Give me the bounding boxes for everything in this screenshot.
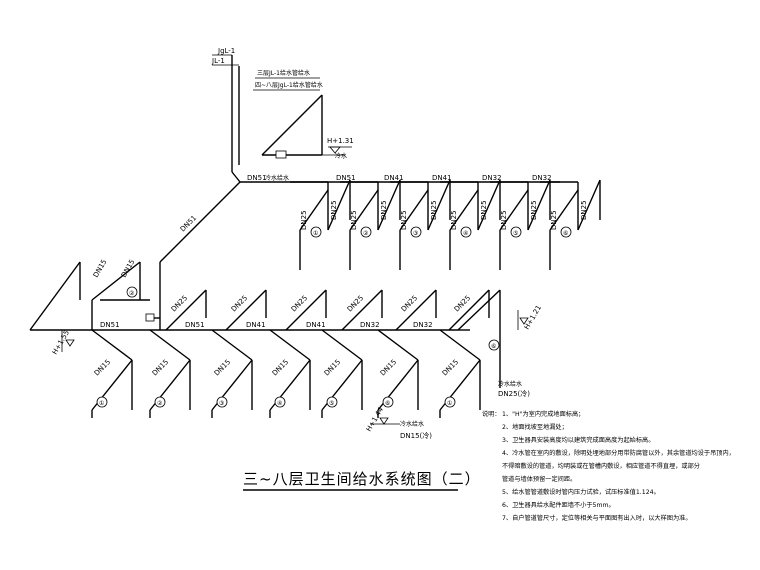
lower-drop: DN15 ⑥ <box>377 329 419 418</box>
upper-branch-size: DN25 <box>400 210 408 230</box>
riser-label-jgl: JgL-1 <box>217 47 235 55</box>
upper-branch-size: DN25 <box>450 210 458 230</box>
lower-fixture-number: ⑥ <box>385 400 390 407</box>
upper-riser-size: DN51 <box>179 214 198 233</box>
right-drop: H+1.21 ⑥ 冷水给水 DN25(冷) <box>458 290 543 398</box>
upper-branch-size: DN25 <box>380 200 388 220</box>
note-7: 7、自户管道管尺寸，定位等相关与平面图有出入时，以大样图为准。 <box>502 514 692 522</box>
left-branches: DN15 DN15 ② H+1.55 <box>29 258 150 356</box>
upper-branch-size: DN25 <box>580 200 588 220</box>
upper-branch-size: DN25 <box>330 200 338 220</box>
upper-branch-size: DN25 <box>300 210 308 230</box>
notes-block: 说明： 1、"H"为室内完成地面标高； 2、地面找坡至地漏处； 3、卫生器具安装… <box>482 410 735 522</box>
upper-main-size-4: DN41 <box>432 174 452 182</box>
lower-fixture-number: ① <box>447 400 452 407</box>
note-5: 5、给水管管道敷设时管内压力试验，试压标准值1.124。 <box>502 488 660 496</box>
upper-main-tag: 冷水给水 <box>265 174 289 182</box>
lower-drop-size: DN15 <box>379 358 398 377</box>
lower-drop: DN15 ① <box>439 329 481 418</box>
notes-heading: 说明： <box>482 410 501 418</box>
lower-drop-size: DN15 <box>151 358 170 377</box>
upper-main-size-2: DN51 <box>336 174 356 182</box>
note-4b: 不得暗敷设的管道，均明装或在管槽内敷设，相应管道不得直埋，或部分 <box>502 462 700 470</box>
lower-drop: DN15 ⑤ <box>321 329 363 418</box>
lower-fixture-number: ① <box>99 400 104 407</box>
riser-group: JgL-1 JL-1 三层JL-1给水管给水 四~八层JgL-1给水管给水 <box>211 47 323 172</box>
note-1: 1、"H"为室内完成地面标高； <box>502 410 584 418</box>
lower-fixture-number: ⑤ <box>329 400 334 407</box>
note-6: 6、卫生器具给水配件距墙不小于5mm。 <box>502 501 615 509</box>
upper-fixture-number: ② <box>363 230 369 237</box>
upper-branch-size: DN25 <box>550 210 558 230</box>
upper-main-size-3: DN41 <box>384 174 404 182</box>
riser-label-jl: JL-1 <box>211 57 225 65</box>
upper-main-size-1: DN51 <box>247 174 267 182</box>
lower-main-size-3: DN41 <box>246 321 266 329</box>
valve-tag: 冷水 <box>335 152 347 160</box>
lower-drop-size: DN15 <box>93 358 112 377</box>
lower-drop-size: DN15 <box>323 358 342 377</box>
upper-main-size-6: DN32 <box>532 174 552 182</box>
lower-drop: DN15 ① <box>91 329 133 418</box>
left-branch-size-1: DN15 <box>92 258 109 279</box>
upper-fixture-number: ⑤ <box>513 230 518 237</box>
note-4: 4、冷水管在室内的敷设，除明处埋地部分用带防腐管以外，其余管道均设于吊顶内， <box>502 449 735 457</box>
diagram-title: 三~八层卫生间给水系统图（二） <box>243 470 481 488</box>
upper-main-size-5: DN32 <box>482 174 502 182</box>
lower-main-size-6: DN32 <box>413 321 433 329</box>
lower-drop-size: DN15 <box>271 358 290 377</box>
right-fixture-number: ⑥ <box>491 343 496 350</box>
upper-fixture-units: DN25DN25①DN25DN25②DN25DN25③DN25DN25④DN25… <box>290 179 601 270</box>
lower-fixture-number: ④ <box>277 400 282 407</box>
upper-fixture-number: ⑥ <box>563 230 568 237</box>
note-4c: 管道与墙体预留一定间距。 <box>502 475 576 483</box>
bottom-drop-label: DN15(冷) <box>400 431 432 440</box>
lower-main-size-1: DN51 <box>100 321 120 329</box>
upper-fixture-number: ④ <box>463 230 468 237</box>
lower-drop: DN15 ③ <box>211 329 253 418</box>
lower-unit: DN25 <box>448 289 490 331</box>
lower-drop-size: DN15 <box>213 358 232 377</box>
top-note-line1: 三层JL-1给水管给水 <box>257 69 310 77</box>
lower-main-size-4: DN41 <box>306 321 326 329</box>
right-drop-label: DN25(冷) <box>498 389 530 398</box>
upper-fixture-number: ③ <box>413 230 418 237</box>
lower-fixture-number: ② <box>157 400 163 407</box>
note-3: 3、卫生器具安装高度均以建筑完成面高度为起始标高。 <box>502 436 654 444</box>
right-tag: 冷水给水 <box>498 380 522 388</box>
lower-drop: DN15 ② <box>149 329 191 418</box>
top-note-line2: 四~八层JgL-1给水管给水 <box>255 81 323 89</box>
upper-branch-size: DN25 <box>500 210 508 230</box>
lower-main-size-5: DN32 <box>360 321 380 329</box>
lower-main-size-2: DN51 <box>185 321 205 329</box>
note-2: 2、地面找坡至地漏处； <box>502 423 568 431</box>
elevation-right: H+1.21 <box>523 304 543 331</box>
upper-branch-size: DN25 <box>430 200 438 220</box>
upper-supply-branch: H+1.31 冷水 <box>261 94 354 160</box>
lower-main-header: DN51 DN51 DN41 DN41 DN32 DN32 <box>92 262 501 331</box>
lower-fixture-number: ③ <box>219 400 224 407</box>
upper-fixture-number: ① <box>313 230 318 237</box>
bottom-tag: 冷水给水 <box>400 420 424 428</box>
left-branch-size-2: DN15 <box>120 258 137 279</box>
lower-drop: DN15 ④ <box>269 329 311 418</box>
bottom-elevation: H+1.44 冷水给水 DN15(冷) <box>365 405 432 440</box>
elevation-top: H+1.31 <box>327 137 354 145</box>
elevation-bottom: H+1.44 <box>365 405 386 433</box>
left-fixture-number: ② <box>129 290 135 297</box>
lower-drop-size: DN15 <box>441 358 460 377</box>
upper-branch-size: DN25 <box>530 200 538 220</box>
upper-branch-size: DN25 <box>480 200 488 220</box>
upper-branch-size: DN25 <box>350 210 358 230</box>
